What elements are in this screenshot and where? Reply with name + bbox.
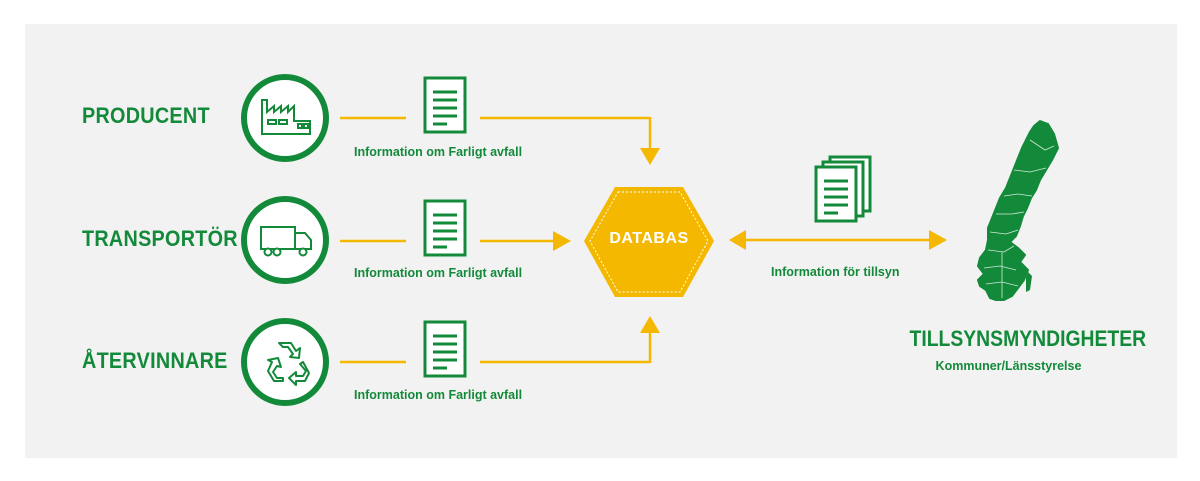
database-node — [584, 187, 714, 297]
atervinnare-flow — [340, 316, 660, 378]
actor-label-atervinnare: ÅTERVINNARE — [82, 348, 228, 373]
producent-flow — [340, 76, 660, 165]
arrow-right-icon — [553, 231, 571, 251]
transportor-flow — [340, 199, 571, 257]
info-label-atervinnare: Information om Farligt avfall — [354, 388, 523, 402]
database-label: DATABAS — [609, 230, 689, 247]
info-label-transportor: Information om Farligt avfall — [354, 266, 523, 280]
authority-subtitle: Kommuner/Länsstyrelse — [935, 359, 1082, 373]
info-label-supervision: Information för tillsyn — [771, 265, 900, 279]
info-label-producent: Information om Farligt avfall — [354, 145, 523, 159]
actor-label-transportor: TRANSPORTÖR — [82, 226, 238, 251]
actor-label-producent: PRODUCENT — [82, 103, 210, 128]
arrow-left-icon — [729, 230, 746, 250]
arrow-up-icon — [640, 316, 660, 333]
authority-title: TILLSYNSMYNDIGHETER — [909, 326, 1147, 351]
recycle-icon — [241, 318, 329, 406]
arrow-right-icon — [929, 230, 947, 250]
document-icon — [423, 320, 467, 378]
sweden-map-icon — [977, 120, 1059, 301]
truck-icon — [241, 196, 329, 284]
document-stack-icon — [814, 155, 872, 223]
supervision-flow — [729, 155, 947, 250]
factory-icon — [241, 74, 329, 162]
document-icon — [423, 76, 467, 134]
document-icon — [423, 199, 467, 257]
arrow-down-icon — [640, 148, 660, 165]
